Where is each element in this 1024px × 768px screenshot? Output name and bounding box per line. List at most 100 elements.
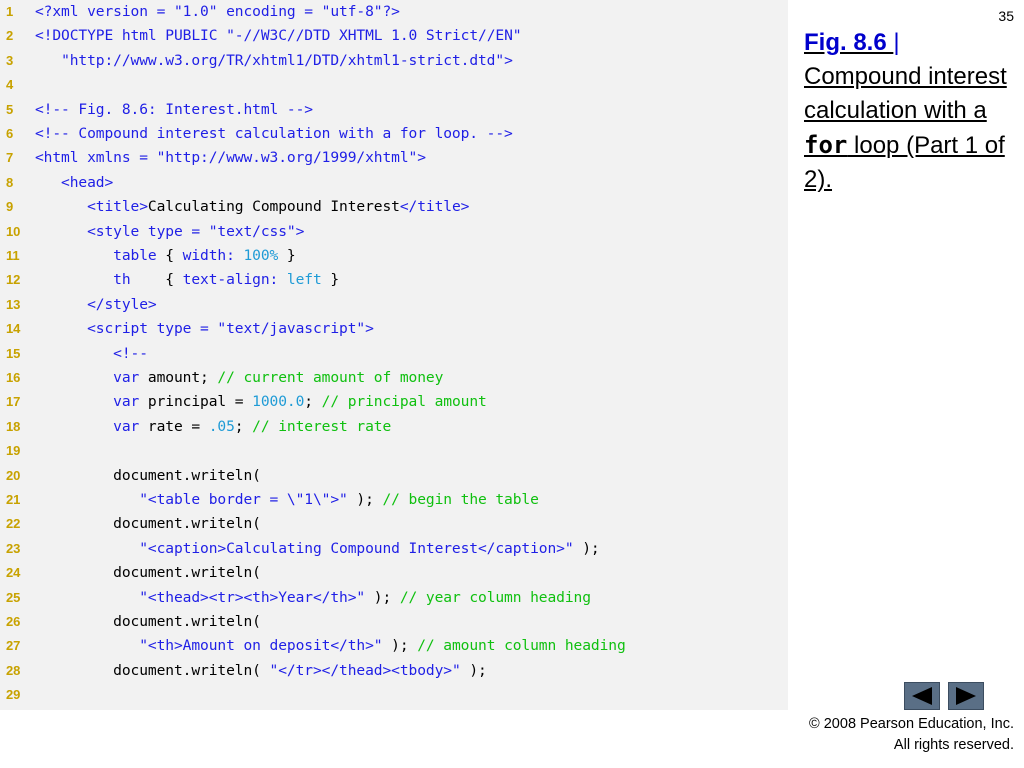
caption-separator: | [893, 29, 900, 56]
triangle-right-icon [956, 687, 976, 705]
code-token: var [35, 417, 148, 435]
code-token: </title> [399, 198, 470, 216]
code-token: ); [382, 637, 418, 655]
code-text: th { text-align: left } [35, 268, 339, 292]
line-number: 15 [6, 345, 21, 361]
line-number: 21 [6, 492, 21, 507]
code-line: 6<!-- Compound interest calculation with… [0, 122, 788, 146]
code-line: 24 document.writeln( [0, 561, 788, 585]
code-text: <!DOCTYPE html PUBLIC "-//W3C//DTD XHTML… [35, 24, 522, 48]
code-line: 15 <!-- [0, 342, 788, 366]
copyright-notice: © 2008 Pearson Education, Inc. All right… [794, 714, 1014, 756]
previous-slide-button[interactable] [904, 682, 940, 710]
code-token: "text/css" [208, 222, 296, 240]
code-token: <html xmlns = [35, 149, 157, 167]
code-token: <style type = [35, 222, 209, 240]
code-text: <html xmlns = "http://www.w3.org/1999/xh… [35, 146, 426, 170]
code-token: "<th>Amount on deposit</th>" [139, 637, 383, 655]
line-number: 12 [6, 272, 21, 288]
code-token: "<table border = \"1\">" [139, 491, 348, 508]
code-token: "text/javascript" [217, 320, 366, 338]
code-token: th [35, 271, 166, 289]
code-token: > [365, 320, 374, 338]
code-token: encoding = [217, 3, 322, 20]
code-token [35, 491, 139, 508]
line-number: 4 [6, 77, 14, 93]
code-line: 3 "http://www.w3.org/TR/xhtml1/DTD/xhtml… [0, 49, 788, 73]
code-token: > [295, 222, 305, 240]
caption-code-word: for [804, 131, 848, 159]
code-token: "</tr></thead><tbody>" [269, 661, 461, 679]
code-token: // principal amount [321, 393, 487, 411]
code-token: ; [304, 393, 322, 411]
code-token: "<thead><tr><th>Year</th>" [139, 588, 366, 606]
line-number: 26 [6, 614, 21, 629]
code-text: var principal = 1000.0; // principal amo… [35, 390, 487, 414]
code-token: ?> [382, 3, 400, 20]
code-text: "<th>Amount on deposit</th>" ); // amoun… [35, 634, 626, 658]
code-line: 8 <head> [0, 171, 788, 195]
code-token: "<caption>Calculating Compound Interest<… [139, 539, 574, 557]
code-line: 17 var principal = 1000.0; // principal … [0, 390, 788, 414]
caption-text-end: loop (Part 1 of 2). [804, 132, 1005, 193]
code-token: Calculating Compound Interest [147, 198, 400, 216]
code-token: ); [573, 539, 600, 557]
code-line: 22 document.writeln( [0, 512, 788, 536]
next-slide-button[interactable] [948, 682, 984, 710]
code-line: 20 document.writeln( [0, 464, 788, 488]
line-number: 7 [6, 150, 14, 166]
code-text: document.writeln( [35, 610, 261, 634]
code-token: <script type = [35, 320, 218, 338]
line-number: 11 [6, 248, 20, 263]
code-text: document.writeln( [35, 561, 261, 585]
code-token: // current amount of money [217, 369, 444, 386]
line-number: 2 [6, 28, 14, 44]
line-number: 20 [6, 467, 21, 483]
code-token: 100% [243, 247, 279, 264]
slide-number: 35 [998, 8, 1014, 24]
code-line: 14 <script type = "text/javascript"> [0, 317, 788, 341]
triangle-left-icon [912, 687, 932, 705]
code-token: ); [365, 588, 400, 606]
line-number: 10 [6, 223, 21, 239]
code-line: 28 document.writeln( "</tr></thead><tbod… [0, 659, 788, 683]
caption-text: Compound interest calculation with a [804, 63, 1007, 124]
line-number: 29 [6, 687, 21, 703]
line-number: 3 [6, 52, 14, 68]
code-token: "utf-8" [321, 3, 383, 20]
line-number: 1 [6, 4, 14, 19]
code-token: width: [182, 247, 244, 264]
code-line: 23 "<caption>Calculating Compound Intere… [0, 537, 788, 561]
code-token: document.writeln( [35, 564, 261, 582]
code-token: left [286, 271, 322, 289]
code-token: document.writeln( [35, 661, 270, 679]
figure-reference-link[interactable]: Fig. 8.6 [804, 29, 894, 56]
line-number: 6 [6, 126, 14, 141]
code-text: document.writeln( "</tr></thead><tbody>"… [35, 659, 487, 683]
code-line: 27 "<th>Amount on deposit</th>" ); // am… [0, 634, 788, 658]
code-line: 16 var amount; // current amount of mone… [0, 366, 788, 390]
code-line: 1 <?xml version = "1.0" encoding = "utf-8… [0, 0, 788, 24]
code-token [35, 637, 139, 654]
code-text: table { width: 100% } [35, 244, 296, 268]
line-number: 23 [6, 540, 21, 556]
code-token: document.writeln( [35, 515, 261, 533]
code-text: "<table border = \"1\">" ); // begin the… [35, 488, 539, 512]
line-number: 28 [6, 662, 21, 678]
line-number: 9 [6, 199, 14, 215]
figure-caption[interactable]: Fig. 8.6 | Compound interest calculation… [804, 26, 1014, 197]
code-text: <!-- [35, 342, 148, 366]
code-text: </style> [35, 293, 157, 317]
code-text: <?xml version = "1.0" encoding = "utf-8"… [35, 0, 400, 24]
code-line: 29 [0, 683, 788, 707]
line-number: 8 [6, 174, 14, 190]
code-token: document.writeln( [35, 613, 261, 630]
code-token: text-align: [182, 271, 287, 289]
code-line: 21 "<table border = \"1\">" ); // begin … [0, 488, 788, 512]
code-text: var amount; // current amount of money [35, 366, 443, 390]
code-line: 19 [0, 439, 788, 463]
code-token: var [35, 369, 148, 386]
line-number: 27 [6, 638, 21, 654]
code-token: { [165, 271, 183, 289]
code-token: <?xml version = [35, 3, 174, 20]
